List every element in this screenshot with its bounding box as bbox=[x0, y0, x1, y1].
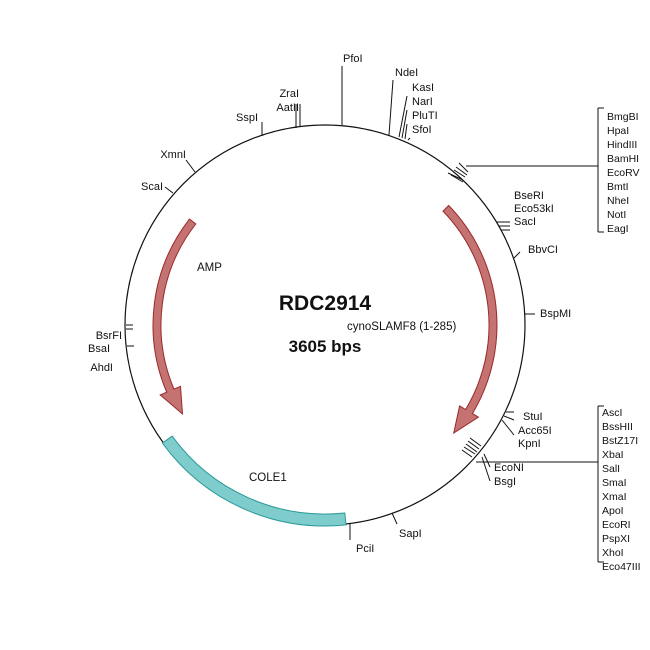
feature-arrow-amp bbox=[152, 218, 197, 416]
site-label-sfoi: SfoI bbox=[412, 124, 432, 136]
feature-box-cole1 bbox=[161, 435, 347, 527]
mcs-upper-site: HpaI bbox=[607, 125, 629, 137]
mcs-lower-site: SmaI bbox=[602, 477, 627, 489]
site-label-pfoi: PfoI bbox=[343, 53, 363, 65]
site-label-bsai: BsaI bbox=[88, 343, 110, 355]
mcs-lower-site: BssHII bbox=[602, 421, 633, 433]
mcs-lower-site: Eco47III bbox=[602, 561, 641, 573]
site-label-nari: NarI bbox=[412, 96, 433, 108]
mcs-upper-site: BamHI bbox=[607, 153, 639, 165]
mcs-upper-site: BmtI bbox=[607, 181, 629, 193]
mcs-lower-site: BstZ17I bbox=[602, 435, 638, 447]
mcs-lower-site: EcoRI bbox=[602, 519, 631, 531]
mcs-upper-list: BmgBI HpaI HindIII BamHI EcoRV BmtI NheI… bbox=[607, 111, 640, 235]
site-label-scai: ScaI bbox=[141, 181, 163, 193]
mcs-upper-site: EagI bbox=[607, 223, 629, 235]
site-label-eco53ki: Eco53kI bbox=[514, 203, 554, 215]
site-label-ahdi: AhdI bbox=[90, 362, 113, 374]
site-label-pcii: PciI bbox=[356, 543, 374, 555]
site-label-bspmi: BspMI bbox=[540, 308, 571, 320]
site-label-bsrfi: BsrFI bbox=[96, 330, 122, 342]
mcs-upper-site: NheI bbox=[607, 195, 629, 207]
mcs-lower-site: XbaI bbox=[602, 449, 624, 461]
feature-label-cole1: COLE1 bbox=[249, 472, 287, 484]
site-label-kasi: KasI bbox=[412, 82, 434, 94]
site-label-sspi: SspI bbox=[236, 112, 258, 124]
site-label-saci: SacI bbox=[514, 216, 536, 228]
site-label-zrai: ZraI bbox=[279, 88, 299, 100]
site-label-kpni: KpnI bbox=[518, 438, 541, 450]
mcs-lower-site: SalI bbox=[602, 463, 620, 475]
site-label-bseri: BseRI bbox=[514, 190, 544, 202]
mcs-lower-site: XmaI bbox=[602, 491, 627, 503]
site-leaders bbox=[126, 66, 604, 563]
feature-label-amp: AMP bbox=[197, 262, 222, 274]
site-label-bsgi: BsgI bbox=[494, 476, 516, 488]
feature-arrow-cynoslamf8 bbox=[442, 204, 498, 435]
feature-label-cynoslamf8: cynoSLAMF8 (1-285) bbox=[347, 321, 456, 333]
site-label-xmni: XmnI bbox=[160, 149, 186, 161]
mcs-lower-site: PspXI bbox=[602, 533, 630, 545]
site-label-bbvci: BbvCI bbox=[528, 244, 558, 256]
site-label-ndei: NdeI bbox=[395, 67, 418, 79]
mcs-upper-site: EcoRV bbox=[607, 167, 640, 179]
site-label-aatii: AatII bbox=[276, 102, 299, 114]
mcs-upper-site: HindIII bbox=[607, 139, 637, 151]
mcs-lower-site: AscI bbox=[602, 407, 622, 419]
mcs-upper-site: BmgBI bbox=[607, 111, 639, 123]
site-label-econi: EcoNI bbox=[494, 462, 524, 474]
site-label-acc65i: Acc65I bbox=[518, 425, 552, 437]
mcs-lower-list: AscI BssHII BstZ17I XbaI SalI SmaI XmaI … bbox=[602, 407, 641, 573]
mcs-lower-site: ApoI bbox=[602, 505, 624, 517]
mcs-lower-site: XhoI bbox=[602, 547, 624, 559]
plasmid-name: RDC2914 bbox=[279, 292, 372, 315]
site-label-sapi: SapI bbox=[399, 528, 422, 540]
plasmid-size: 3605 bps bbox=[289, 337, 362, 356]
site-label-plutl: PluTI bbox=[412, 110, 438, 122]
mcs-upper-site: NotI bbox=[607, 209, 626, 221]
site-label-stui: StuI bbox=[523, 411, 543, 423]
